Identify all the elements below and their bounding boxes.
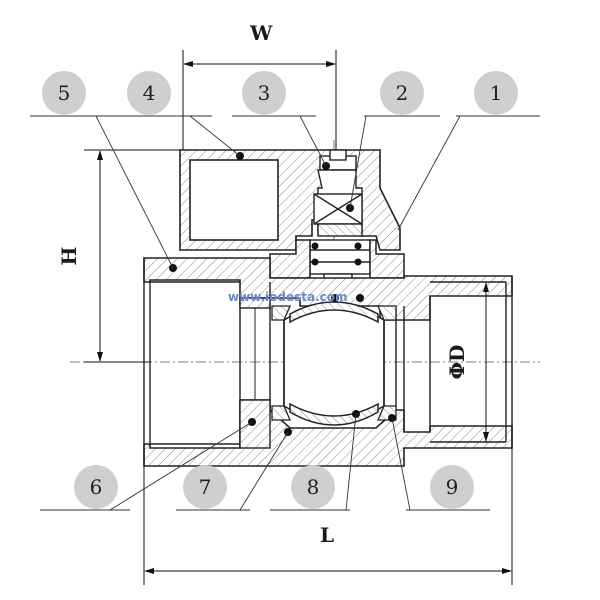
watermark-text: www.iodesta.com — [228, 290, 348, 304]
insert-nut — [239, 297, 271, 449]
callout-1-label: 1 — [490, 81, 503, 105]
dimension-label-h: H — [57, 247, 81, 266]
handle-lever — [179, 149, 401, 251]
callout-5-label: 5 — [58, 81, 71, 105]
dimension-lines — [84, 50, 513, 585]
callout-2-label: 2 — [396, 81, 409, 105]
callout-8: 8 — [291, 465, 335, 509]
callout-9: 9 — [430, 465, 474, 509]
callout-8-label: 8 — [307, 475, 320, 499]
ball — [283, 301, 385, 426]
callout-1: 1 — [474, 71, 518, 115]
dimension-label-l: L — [320, 523, 334, 547]
callout-3: 3 — [242, 71, 286, 115]
callout-9-label: 9 — [446, 475, 459, 499]
dimension-label-w: W — [249, 21, 273, 45]
dimension-label-d: ΦD — [445, 345, 469, 380]
callout-6-label: 6 — [90, 475, 103, 499]
callout-6: 6 — [74, 465, 118, 509]
callout-7: 7 — [183, 465, 227, 509]
callout-3-label: 3 — [258, 81, 271, 105]
leader-lines — [30, 115, 540, 511]
callout-4: 4 — [127, 71, 171, 115]
callout-7-label: 7 — [199, 475, 212, 499]
callout-2: 2 — [380, 71, 424, 115]
callout-5: 5 — [42, 71, 86, 115]
callout-4-label: 4 — [143, 81, 156, 105]
